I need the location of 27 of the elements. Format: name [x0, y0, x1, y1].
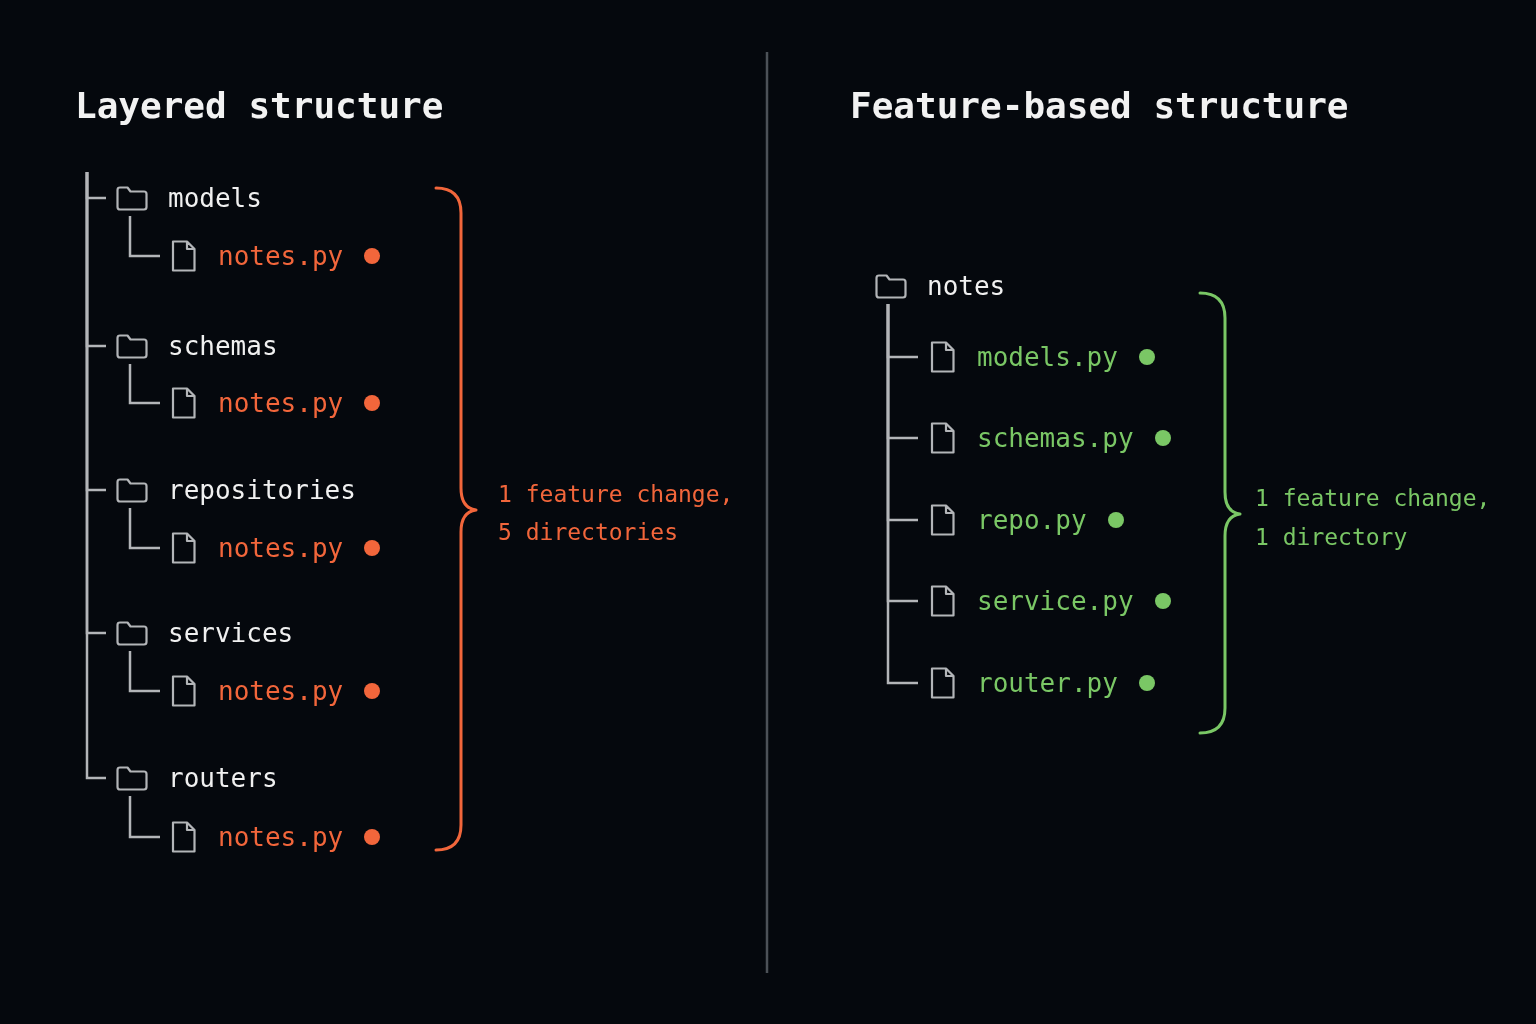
- file-name: schemas.py: [977, 422, 1134, 455]
- folder-name: notes: [927, 270, 1006, 303]
- brace-annotation: 1 feature change, 1 directory: [1255, 484, 1492, 552]
- folder-name: routers: [168, 762, 278, 795]
- panel-title: Feature-based structure: [850, 84, 1349, 128]
- brace-annotation: 1 feature change, 5 directories: [498, 480, 735, 547]
- file-name: router.py: [977, 667, 1118, 700]
- tree-line: [886, 304, 918, 685]
- tree-line: [128, 364, 160, 405]
- folder-name: schemas: [168, 330, 278, 363]
- file-name: models.py: [977, 341, 1118, 374]
- folder-name: models: [168, 182, 262, 215]
- tree-line: [85, 172, 106, 780]
- file-name: service.py: [977, 585, 1134, 618]
- file-name: notes.py: [218, 240, 344, 273]
- panel-title: Layered structure: [75, 84, 444, 128]
- file-name: repo.py: [977, 504, 1087, 537]
- tree-line: [128, 216, 160, 258]
- tree-line: [128, 508, 160, 550]
- tree-line: [128, 796, 160, 839]
- folder-name: services: [168, 617, 294, 650]
- tree-line: [128, 651, 160, 693]
- file-name: notes.py: [218, 675, 344, 708]
- folder-name: repositories: [168, 474, 356, 507]
- file-name: notes.py: [218, 821, 344, 854]
- file-name: notes.py: [218, 387, 344, 420]
- file-name: notes.py: [218, 532, 344, 565]
